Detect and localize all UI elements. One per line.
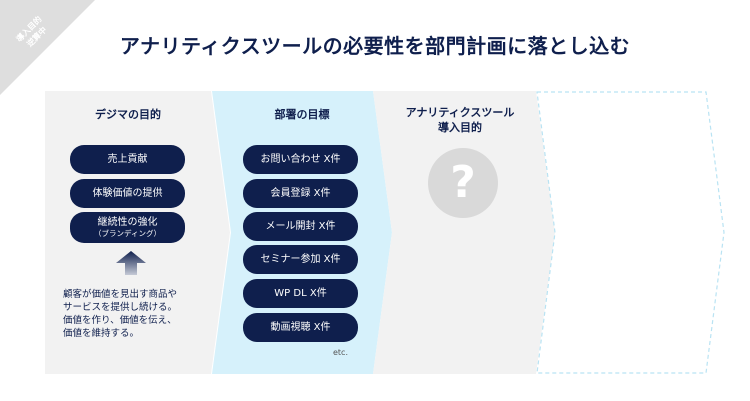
digima-item-experience: 体験価値の提供 [70, 179, 185, 208]
description-line: サービスを提供し続ける。 [63, 302, 178, 313]
department-goal-item: WP DL X件 [243, 279, 358, 308]
goal-item-label: メール開封 X件 [265, 221, 336, 232]
department-goal-item: 会員登録 X件 [243, 179, 358, 208]
description-line: 価値を維持する。 [63, 328, 140, 339]
process-flow: デジマの目的 売上貢献 体験価値の提供 継続性の強化 （ブランディング） 顧客が… [45, 91, 725, 376]
goal-item-label: セミナー参加 X件 [260, 254, 341, 265]
department-goal-item: セミナー参加 X件 [243, 245, 358, 274]
goal-item-label: 会員登録 X件 [270, 188, 331, 199]
department-goal-heading: 部署の目標 [274, 108, 330, 121]
goal-item-label: お問い合わせ X件 [260, 154, 341, 165]
analytics-heading-line2: 導入目的 [438, 121, 482, 134]
empty-step-outline [536, 91, 725, 374]
goal-item-label: WP DL X件 [274, 288, 327, 299]
up-arrow-icon [116, 251, 146, 275]
digima-item-label: 売上貢献 [107, 154, 148, 165]
description-line: 顧客が価値を見出す商品や [63, 289, 178, 300]
digima-item-sublabel: （ブランディング） [94, 229, 161, 238]
digima-item-label: 継続性の強化 [97, 217, 158, 228]
department-goal-item: 動画視聴 X件 [243, 313, 358, 342]
digima-purpose-heading: デジマの目的 [95, 108, 161, 121]
analytics-tool-panel [373, 91, 555, 374]
analytics-heading-line1: アナリティクスツール [405, 106, 515, 119]
digima-item-continuity: 継続性の強化 （ブランディング） [70, 212, 185, 243]
goal-item-label: 動画視聴 X件 [270, 322, 331, 333]
analytics-tool-heading: アナリティクスツール 導入目的 [385, 105, 535, 135]
digima-item-label: 体験価値の提供 [92, 188, 163, 199]
department-goal-item: メール開封 X件 [243, 212, 358, 241]
page-title: アナリティクスツールの必要性を部門計画に落とし込む [119, 34, 631, 58]
etc-note: etc. [333, 348, 348, 357]
department-goal-item: お問い合わせ X件 [243, 145, 358, 174]
description-line: 価値を作り、価値を伝え、 [63, 315, 177, 326]
digima-description: 顧客が価値を見出す商品や サービスを提供し続ける。 価値を作り、価値を伝え、 価… [63, 288, 213, 340]
digima-item-sales: 売上貢献 [70, 145, 185, 174]
question-mark-icon: ? [428, 148, 498, 218]
